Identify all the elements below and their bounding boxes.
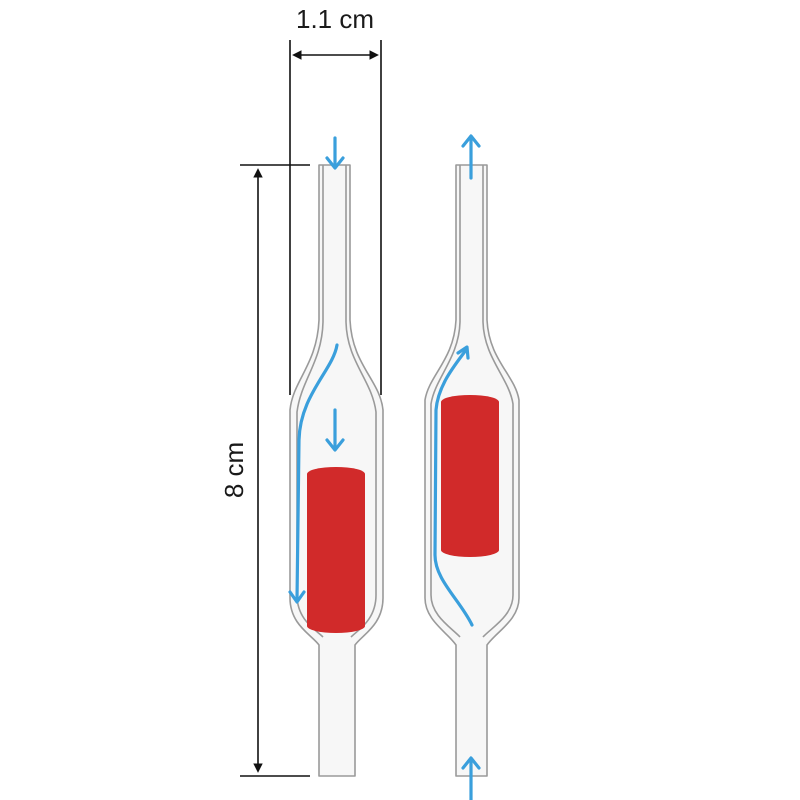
height-dimension-label: 8 cm xyxy=(219,442,249,498)
glass-tube-outer-outline xyxy=(424,164,520,777)
tube-down-flow xyxy=(288,136,384,777)
magnet-cylinder xyxy=(441,395,499,557)
width-dimension-label: 1.1 cm xyxy=(296,4,374,34)
glass-tube-outer-outline xyxy=(289,164,384,777)
glass-tube-inner-outline xyxy=(430,165,514,638)
tube-up-flow xyxy=(424,134,520,800)
flow-arrow-bypass-up xyxy=(433,345,474,627)
height-dimension: 8 cm xyxy=(219,164,310,777)
flow-arrow-inlet-up xyxy=(461,756,481,800)
flow-arrow-bypass-down xyxy=(288,343,339,604)
width-dimension: 1.1 cm xyxy=(289,4,382,395)
magnet-cylinder xyxy=(307,467,365,633)
flow-arrow-inlet-down xyxy=(325,136,345,170)
flow-arrow-outlet-up xyxy=(461,134,481,180)
flow-arrow-center-down xyxy=(325,408,345,452)
